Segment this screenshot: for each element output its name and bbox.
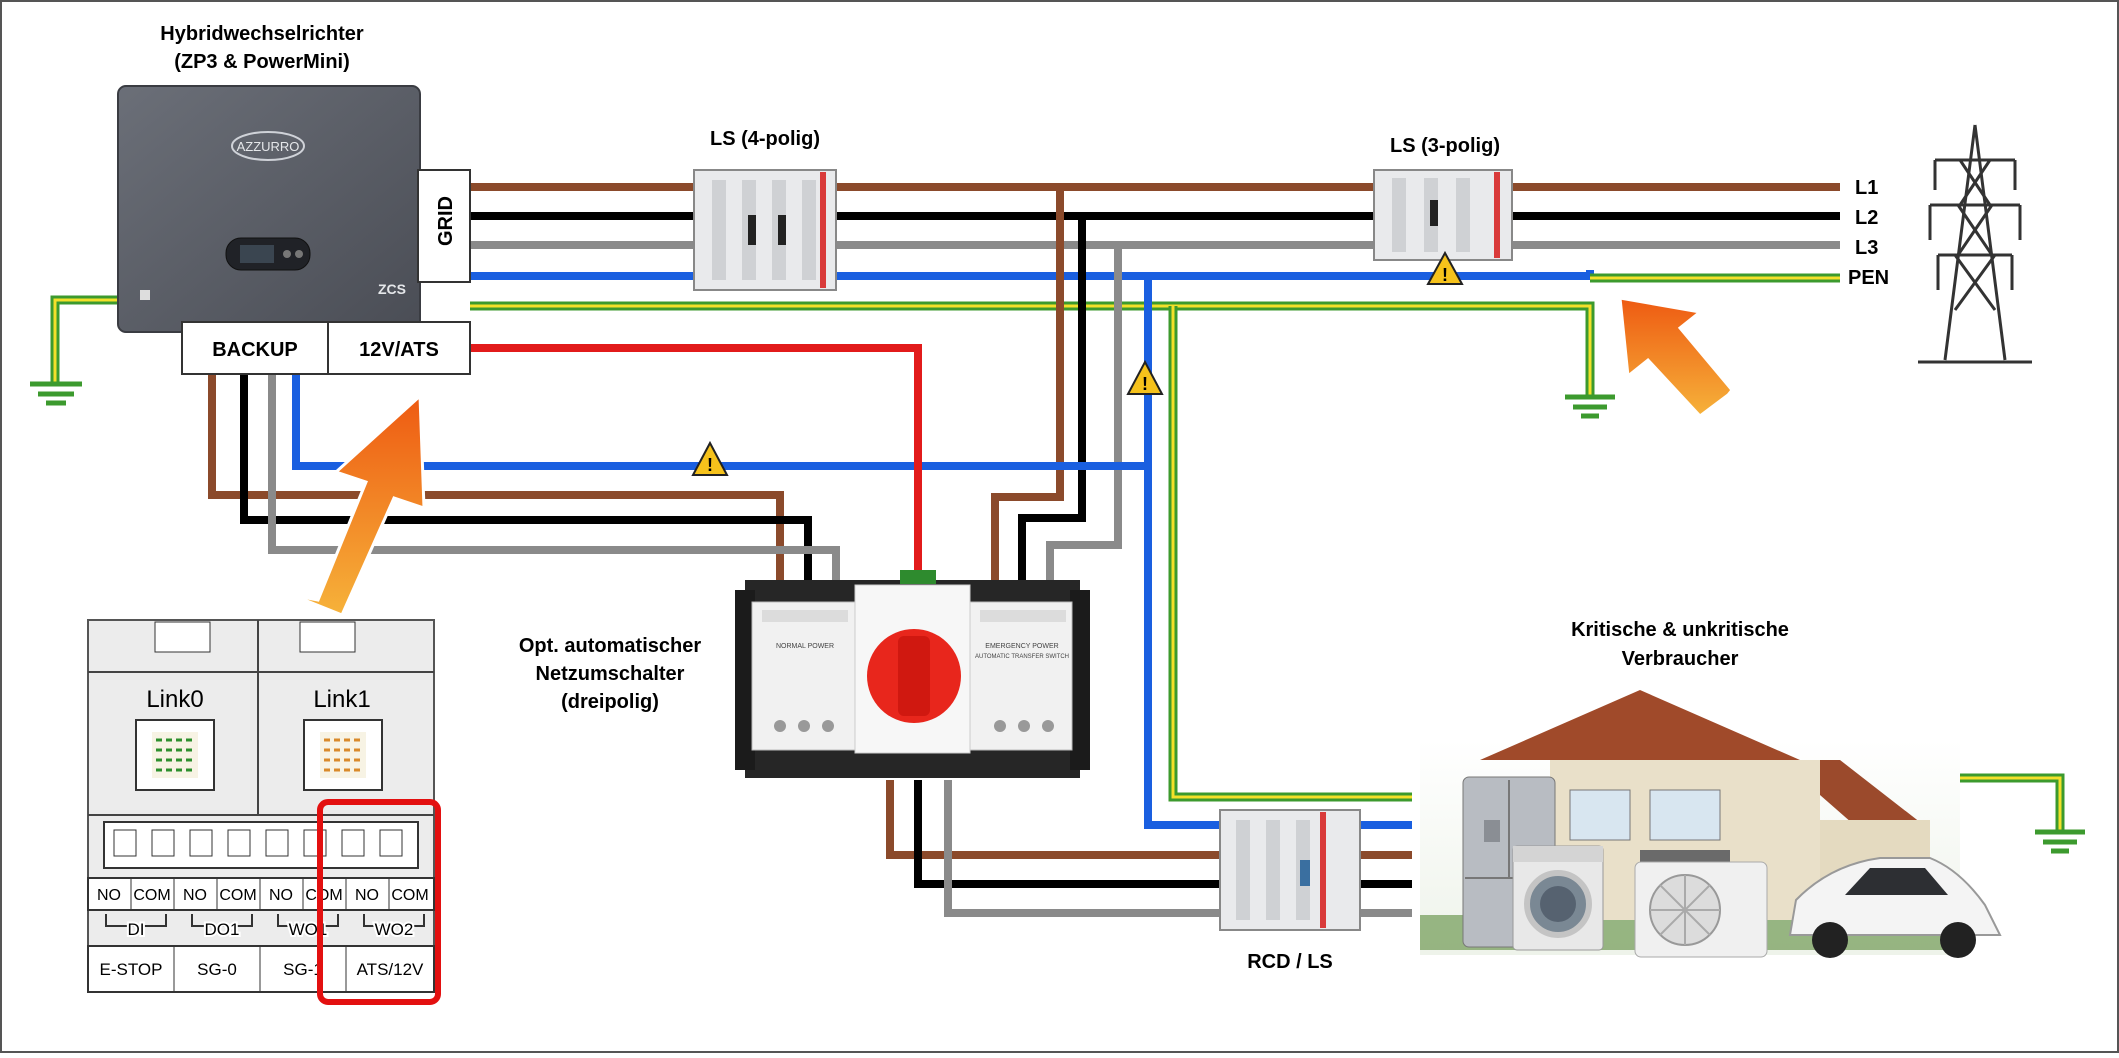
wire-l1-drop xyxy=(991,187,1064,580)
ats-emergency-sub: AUTOMATIC TRANSFER SWITCH xyxy=(975,654,1069,660)
arrow-icon xyxy=(291,392,426,617)
inverter: AZZURRO ZCS xyxy=(117,85,471,375)
contact-label: COM xyxy=(391,887,428,904)
pylon-icon xyxy=(1918,124,2032,364)
function-label: ATS/12V xyxy=(357,960,424,979)
wires xyxy=(50,183,2065,917)
rcd-label: RCD / LS xyxy=(1247,951,1333,973)
svg-text:!: ! xyxy=(707,455,713,475)
group-label: DI xyxy=(128,920,145,939)
group-brackets xyxy=(105,914,425,927)
grid-label-pen: PEN xyxy=(1848,267,1889,289)
ats-emergency-label: EMERGENCY POWER xyxy=(985,643,1058,650)
inverter-title-2: (ZP3 & PowerMini) xyxy=(174,51,350,73)
port-backup-label: BACKUP xyxy=(212,339,298,361)
warning-icon: ! xyxy=(691,440,729,476)
svg-text:!: ! xyxy=(1142,374,1148,394)
group-label: WO2 xyxy=(375,920,414,939)
ats-terminal-highlight xyxy=(317,799,441,1005)
wire-n-drop xyxy=(1144,276,1412,829)
wire-l3-drop xyxy=(1046,245,1122,580)
svg-text:!: ! xyxy=(1442,265,1448,285)
wire-backup-l1 xyxy=(208,365,784,580)
inverter-title-1: Hybridwechselrichter xyxy=(160,23,364,45)
contact-label: NO xyxy=(355,887,379,904)
grid-label-l1: L1 xyxy=(1855,177,1878,199)
ats-label-1: Opt. automatischer xyxy=(519,635,701,657)
contact-label: NO xyxy=(269,887,293,904)
ats-label-2: Netzumschalter xyxy=(536,663,685,685)
function-label: SG-1 xyxy=(283,960,323,979)
contact-label: NO xyxy=(183,887,207,904)
heat-pump-icon xyxy=(1634,861,1768,958)
contact-label: COM xyxy=(219,887,256,904)
grid-label-l2: L2 xyxy=(1855,207,1878,229)
wire-n xyxy=(470,270,1594,280)
link1-label: Link1 xyxy=(313,686,370,713)
inverter-maker: ZCS xyxy=(378,281,406,297)
warning-icon: ! xyxy=(1426,250,1464,285)
arrow-icon xyxy=(1618,296,1734,419)
group-label: DO1 xyxy=(205,920,240,939)
ls4-label: LS (4-polig) xyxy=(710,128,820,150)
consumers-label-2: Verbraucher xyxy=(1622,648,1739,670)
washing-machine-icon xyxy=(1512,845,1604,951)
function-label: SG-0 xyxy=(197,960,237,979)
wire-backup-l3 xyxy=(268,365,840,580)
wire-l2-drop xyxy=(1018,216,1086,580)
contact-label: COM xyxy=(305,887,342,904)
wire-n-backup xyxy=(292,336,1148,470)
ats-label-3: (dreipolig) xyxy=(561,691,659,713)
breaker-rcd xyxy=(1219,809,1361,931)
function-label: E-STOP xyxy=(100,960,163,979)
consumers-label-1: Kritische & unkritische xyxy=(1571,619,1789,641)
wire-pe-house xyxy=(1168,306,1412,802)
port-ats-label: 12V/ATS xyxy=(359,339,439,361)
inverter-brand: AZZURRO xyxy=(237,139,300,154)
contact-label: COM xyxy=(133,887,170,904)
link0-label: Link0 xyxy=(146,686,203,713)
ats-switch xyxy=(735,570,1090,778)
wire-ats-control xyxy=(470,344,922,575)
terminal-panel xyxy=(87,619,435,993)
breaker-ls4 xyxy=(693,169,837,291)
port-grid-label: GRID xyxy=(435,196,457,246)
ls3-label: LS (3-polig) xyxy=(1390,135,1500,157)
ground-symbol xyxy=(30,381,2085,854)
car-icon xyxy=(1788,857,2002,958)
ats-normal-label: NORMAL POWER xyxy=(776,643,834,650)
warning-icon: ! xyxy=(1126,359,1164,395)
breaker-ls3 xyxy=(1373,169,1513,261)
contact-label: NO xyxy=(97,887,121,904)
grid-label-l3: L3 xyxy=(1855,237,1878,259)
